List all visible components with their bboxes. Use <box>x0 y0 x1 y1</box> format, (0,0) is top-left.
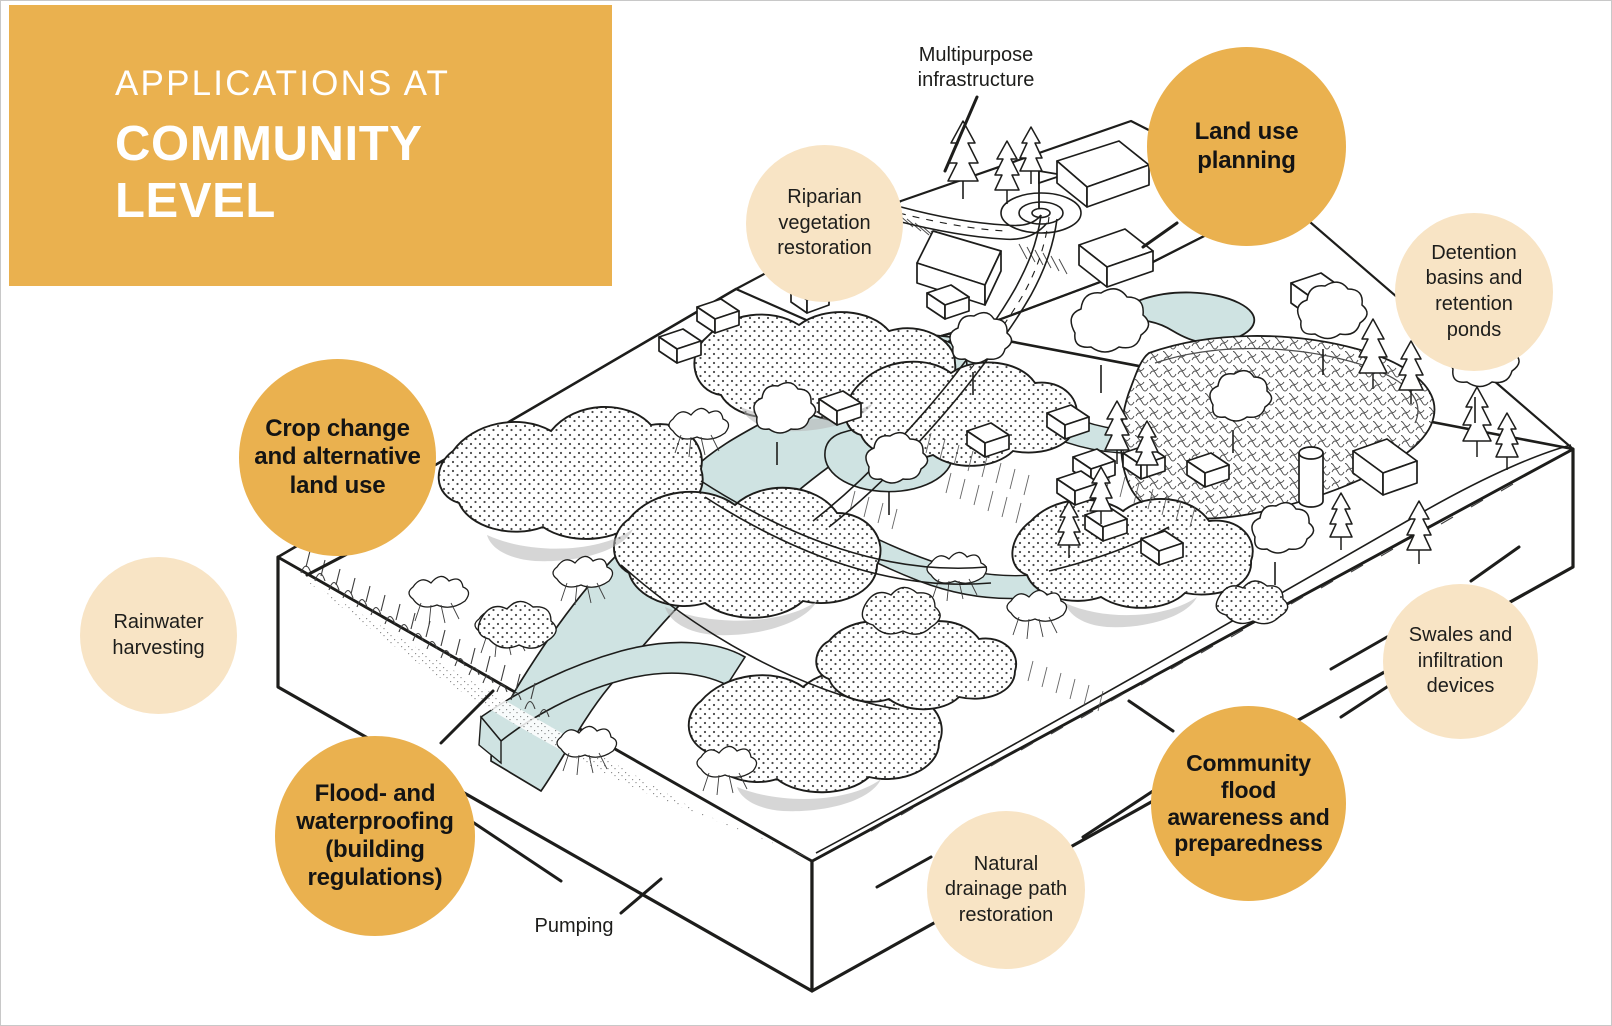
callout-community-flood-awareness[interactable]: Community flood awareness and preparedne… <box>1151 706 1346 901</box>
callout-crop-change-label: Crop change and alternative land use <box>254 415 421 499</box>
callout-community-flood-awareness-label: Community flood awareness and preparedne… <box>1167 749 1330 857</box>
callout-crop-change[interactable]: Crop change and alternative land use <box>239 359 436 556</box>
label-multipurpose-infrastructure: Multipurpose infrastructure <box>917 44 1035 92</box>
label-pumping: Pumping <box>534 915 614 937</box>
callout-swales-and-infiltration-devices[interactable]: Swales and infiltration devices <box>1383 584 1538 739</box>
callout-flood-and-waterproofing[interactable]: Flood- and waterproofing (building regul… <box>275 736 475 936</box>
page-title: COMMUNITY LEVEL <box>115 116 423 229</box>
callout-natural-drainage-path-restoration[interactable]: Natural drainage path restoration <box>927 811 1085 969</box>
callout-detention-basins-and-retention-ponds[interactable]: Detention basins and retention ponds <box>1395 213 1553 371</box>
title-eyebrow: APPLICATIONS AT <box>115 64 451 103</box>
callout-land-use-planning[interactable]: Land use planning <box>1147 47 1346 246</box>
callout-riparian-vegetation-restoration[interactable]: Riparian vegetation restoration <box>746 145 903 302</box>
callout-riparian-vegetation-restoration-label: Riparian vegetation restoration <box>777 186 872 260</box>
title-block: APPLICATIONS AT COMMUNITY LEVEL <box>9 5 612 286</box>
callout-natural-drainage-path-restoration-label: Natural drainage path restoration <box>944 852 1068 926</box>
callout-land-use-planning-label: Land use planning <box>1194 118 1299 174</box>
callout-detention-basins-label: Detention basins and retention ponds <box>1425 241 1523 341</box>
callout-rainwater-harvesting-label: Rainwater harvesting <box>112 610 205 659</box>
callout-flood-and-waterproofing-label: Flood- and waterproofing (building regul… <box>296 779 454 892</box>
callout-swales-and-infiltration-devices-label: Swales and infiltration devices <box>1408 624 1513 698</box>
landscape-block <box>276 95 1575 993</box>
callout-rainwater-harvesting[interactable]: Rainwater harvesting <box>80 557 237 714</box>
